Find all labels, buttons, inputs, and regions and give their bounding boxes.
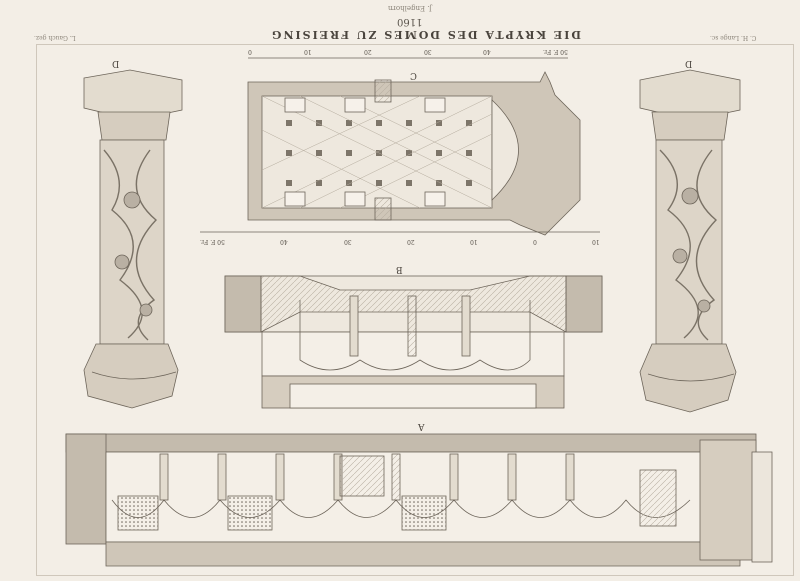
- ground-plan: [200, 57, 600, 236]
- carved-column-right: [639, 69, 741, 413]
- carved-column-left: [83, 69, 183, 409]
- plate-border: [36, 44, 794, 576]
- cross-section: [224, 275, 603, 409]
- crypt-longitudinal-section: [65, 433, 773, 567]
